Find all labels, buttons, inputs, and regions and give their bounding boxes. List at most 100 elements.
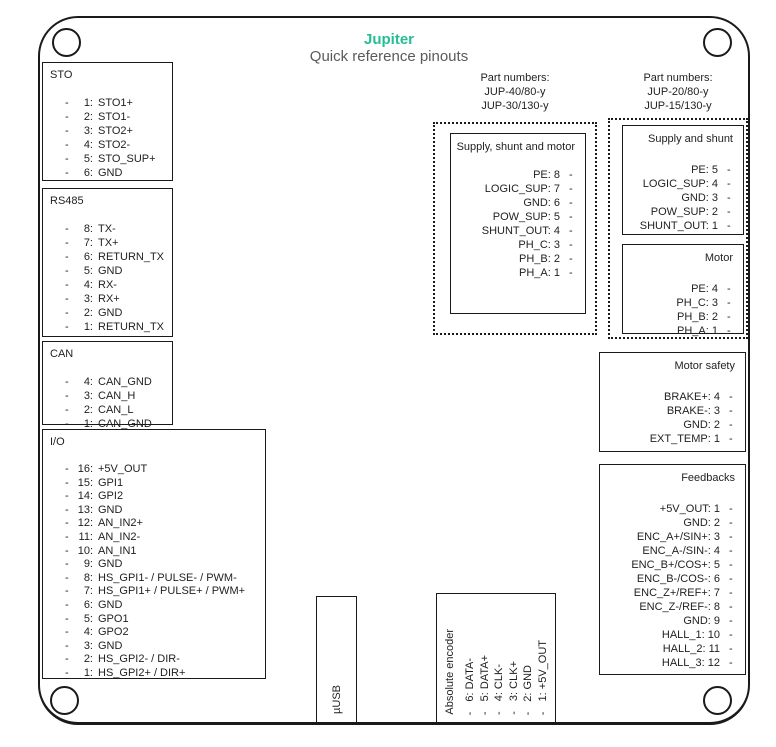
dash-bullet: - [729, 572, 733, 585]
pin-label: HALL_2: 11 [662, 642, 720, 655]
pin-number: 2: [83, 307, 93, 319]
dash-bullet: - [65, 490, 69, 503]
dash-bullet: - [65, 639, 69, 652]
pin-label: AN_IN2- [98, 530, 141, 543]
dash-bullet: - [65, 503, 69, 516]
pin-row: - 3: CLK+ [508, 661, 520, 715]
dash-bullet: - [727, 310, 731, 323]
pin-label: ENC_A+/SIN+: 3 [636, 530, 720, 543]
pin-row: ENC_Z+/REF+: 7 - [604, 586, 735, 600]
pin-row: - 4: CLK- [493, 664, 505, 715]
pin-number: 15: [77, 476, 93, 489]
dash-bullet: - [729, 614, 733, 627]
pin-row: - 3: GND [50, 640, 263, 654]
dash-bullet: - [536, 711, 549, 715]
pin-row: +5V_OUT: 1 - [604, 502, 735, 516]
pin-label: HS_GPI2+ / DIR+ [98, 666, 186, 679]
pin-row: - 4: GPO2 [50, 626, 263, 640]
supply-and-shunt-box: Supply and shunt PE: 5 - LOGIC_SUP: 4 - … [622, 125, 744, 235]
pin-row: BRAKE-: 3 - [604, 404, 735, 418]
box-title-rs485: RS485 [50, 195, 84, 207]
pin-label: ENC_A-/SIN-: 4 [642, 544, 720, 557]
dash-bullet: - [65, 265, 69, 277]
pin-row: PH_C: 3 - [455, 238, 575, 252]
pin-label: AN_IN1 [98, 544, 137, 557]
pin-label: CAN_H [98, 390, 136, 402]
pin-row: - 6: RETURN_TX [50, 250, 170, 264]
pin-label: CAN_GND [98, 418, 152, 430]
pin-label: STO1- [98, 111, 131, 123]
pin-row: HALL_2: 11 - [604, 642, 735, 656]
rs485-pinout-box: RS485 - 8: TX- - 7: TX+ - 6: RETURN_TX - [42, 188, 173, 337]
pin-label: SHUNT_OUT: 1 [639, 219, 718, 232]
page-title: Jupiter [363, 31, 414, 48]
pin-label: 1: +5V_OUT [536, 639, 549, 702]
pin-number: 4: [83, 279, 93, 291]
part-number-line: JUP-15/130-y [644, 100, 712, 112]
pin-row: - 5: GPO1 [50, 613, 263, 627]
pin-row: - 3: CAN_H [50, 389, 170, 403]
pin-number: 1: [83, 97, 93, 109]
pin-number: 11: [78, 530, 93, 543]
pin-label: BRAKE+: 4 [664, 390, 720, 403]
pin-label: LOGIC_SUP: 7 [484, 182, 560, 195]
dash-bullet: - [65, 111, 69, 123]
pin-number: 9: [83, 558, 93, 571]
pin-row: - 5: GND [50, 264, 170, 278]
pin-row: GND: 2 - [604, 418, 735, 432]
pin-number: 12: [77, 517, 93, 530]
pin-label: RX+ [98, 293, 120, 305]
header: Jupiter Quick reference pinouts [239, 31, 539, 66]
dash-bullet: - [65, 558, 69, 571]
connector-group-frame-right [608, 118, 748, 339]
pin-label: PE: 5 [691, 163, 718, 176]
pin-row: - 14: GPI2 [50, 490, 263, 504]
pin-label: STO_SUP+ [98, 153, 156, 165]
part-number-line: JUP-40/80-y [484, 86, 546, 98]
box-title-can: CAN [50, 348, 74, 360]
dash-bullet: - [727, 282, 731, 295]
dash-bullet: - [569, 196, 573, 209]
pin-row: EXT_TEMP: 1 - [604, 432, 735, 446]
pin-label: CAN_GND [98, 376, 152, 388]
dash-bullet: - [65, 418, 69, 430]
page-subtitle: Quick reference pinouts [309, 48, 469, 65]
micro-usb-label: µUSB [330, 685, 343, 714]
dash-bullet: - [65, 307, 69, 319]
dash-bullet: - [65, 626, 69, 639]
connector-group-frame-mid [433, 122, 597, 335]
pin-row: LOGIC_SUP: 7 - [455, 182, 575, 196]
box-title-sto: STO [50, 69, 73, 81]
pin-row: - 1: CAN_GND [50, 417, 170, 431]
pin-list-supply-shunt-motor: PE: 8 - LOGIC_SUP: 7 - GND: 6 - POW_SUP:… [455, 168, 575, 280]
mounting-hole-bottom-left [50, 686, 79, 715]
pin-number: 5: [83, 153, 93, 165]
dash-bullet: - [727, 324, 731, 337]
dash-bullet: - [65, 571, 69, 584]
sto-pinout-box: STO - 1: STO1+ - 2: STO1- - 3: STO2+ - [42, 62, 173, 181]
dash-bullet: - [727, 177, 731, 190]
pin-number: 4: [83, 139, 93, 151]
pin-number: 7: [83, 237, 93, 249]
pin-number: 8: [83, 571, 93, 584]
pin-label: HS_GPI1+ / PULSE+ / PWM+ [98, 585, 246, 598]
pin-row: - 8: TX- [50, 222, 170, 236]
pin-number: 3: [83, 293, 93, 305]
mounting-hole-top-left [52, 28, 81, 57]
pin-label: PH_A: 1 [677, 324, 718, 337]
pin-number: 3: [83, 639, 93, 652]
pin-row: SHUNT_OUT: 1 - [627, 219, 733, 233]
dash-bullet: - [478, 711, 491, 715]
pin-label: PH_B: 2 [677, 310, 718, 323]
pin-label: HS_GPI1- / PULSE- / PWM- [98, 571, 237, 584]
pin-label: GND [98, 558, 123, 571]
dash-bullet: - [729, 642, 733, 655]
pin-label: GND: 2 [683, 516, 720, 529]
motor-safety-box: Motor safety BRAKE+: 4 - BRAKE-: 3 - GND… [599, 352, 746, 452]
pin-number: 4: [83, 376, 93, 388]
pin-row: PH_B: 2 - [627, 310, 733, 324]
pin-label: GPO2 [98, 626, 129, 639]
dash-bullet: - [727, 205, 731, 218]
dash-bullet: - [729, 530, 733, 543]
pin-label: 2: GND [522, 664, 534, 702]
